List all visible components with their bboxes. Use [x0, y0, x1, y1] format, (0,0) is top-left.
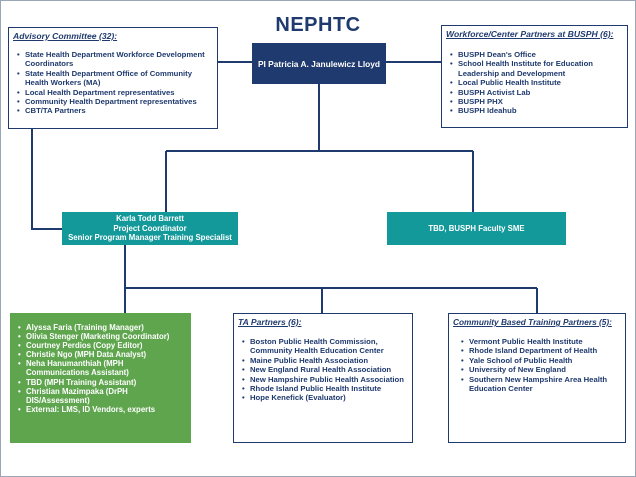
list-item: Hope Kenefick (Evaluator): [242, 393, 408, 403]
list-item: State Health Department Office of Commun…: [17, 69, 213, 88]
list-item: Rhode Island Public Health Institute: [242, 384, 408, 394]
ta-partners-box: TA Partners (6): Boston Public Health Co…: [233, 313, 413, 443]
ta-heading: TA Partners (6):: [238, 317, 302, 327]
list-item: Alyssa Faria (Training Manager): [18, 323, 187, 332]
workforce-list: BUSPH Dean's Office School Health Instit…: [442, 40, 627, 116]
list-item: Yale School of Public Health: [461, 356, 621, 366]
connector-advisory-coordinator: [31, 129, 62, 230]
project-staff-box: Alyssa Faria (Training Manager) Olivia S…: [10, 313, 191, 443]
list-item: BUSPH Activist Lab: [450, 88, 623, 98]
list-item: CBT/TA Partners: [17, 106, 213, 116]
list-item: Southern New Hampshire Area Health Educa…: [461, 375, 621, 394]
list-item: Community Health Department representati…: [17, 97, 213, 107]
advisory-committee-box: Advisory Committee (32): State Health De…: [8, 27, 218, 129]
workforce-partners-box: Workforce/Center Partners at BUSPH (6): …: [441, 25, 628, 128]
list-item: Neha Hanumanthiah (MPH Communications As…: [18, 359, 187, 377]
ta-list: Boston Public Health Commission, Communi…: [234, 328, 412, 403]
community-training-partners-box: Community Based Training Partners (5): V…: [448, 313, 626, 443]
coordinator-name: Karla Todd Barrett: [116, 214, 184, 224]
list-item: Christie Ngo (MPH Data Analyst): [18, 350, 187, 359]
list-item: Vermont Public Health Institute: [461, 337, 621, 347]
diagram-title: NEPHTC: [275, 14, 361, 36]
list-item: New England Rural Health Association: [242, 365, 408, 375]
list-item: Rhode Island Department of Health: [461, 346, 621, 356]
cbt-list: Vermont Public Health Institute Rhode Is…: [449, 328, 625, 393]
list-item: BUSPH PHX: [450, 97, 623, 107]
list-item: State Health Department Workforce Develo…: [17, 50, 213, 69]
list-item: External: LMS, ID Vendors, experts: [18, 405, 187, 414]
list-item: Local Health Department representatives: [17, 88, 213, 98]
workforce-heading: Workforce/Center Partners at BUSPH (6):: [446, 29, 614, 39]
list-item: School Health Institute for Education Le…: [450, 59, 623, 78]
list-item: Courtney Perdios (Copy Editor): [18, 341, 187, 350]
list-item: Local Public Health Institute: [450, 78, 623, 88]
faculty-sme-label: TBD, BUSPH Faculty SME: [428, 223, 525, 233]
coordinator-role: Project Coordinator: [113, 223, 187, 233]
advisory-list: State Health Department Workforce Develo…: [9, 42, 217, 116]
coordinator-box: Karla Todd Barrett Project Coordinator S…: [62, 212, 238, 245]
list-item: TBD (MPH Training Assistant): [18, 378, 187, 387]
staff-list: Alyssa Faria (Training Manager) Olivia S…: [10, 313, 191, 414]
list-item: University of New England: [461, 365, 621, 375]
cbt-heading: Community Based Training Partners (5):: [453, 317, 612, 327]
list-item: Olivia Stenger (Marketing Coordinator): [18, 332, 187, 341]
list-item: Christian Mazimpaka (DrPH DIS/Assessment…: [18, 387, 187, 405]
advisory-heading: Advisory Committee (32):: [13, 31, 118, 41]
faculty-sme-box: TBD, BUSPH Faculty SME: [387, 212, 566, 245]
coordinator-title: Senior Program Manager Training Speciali…: [68, 233, 232, 243]
pi-box: PI Patricia A. Janulewicz Lloyd: [252, 43, 386, 84]
list-item: Boston Public Health Commission, Communi…: [242, 337, 408, 356]
pi-label: PI Patricia A. Janulewicz Lloyd: [257, 58, 381, 69]
list-item: New Hampshire Public Health Association: [242, 375, 408, 385]
list-item: BUSPH Dean's Office: [450, 50, 623, 60]
list-item: BUSPH Ideahub: [450, 106, 623, 116]
list-item: Maine Public Health Association: [242, 356, 408, 366]
